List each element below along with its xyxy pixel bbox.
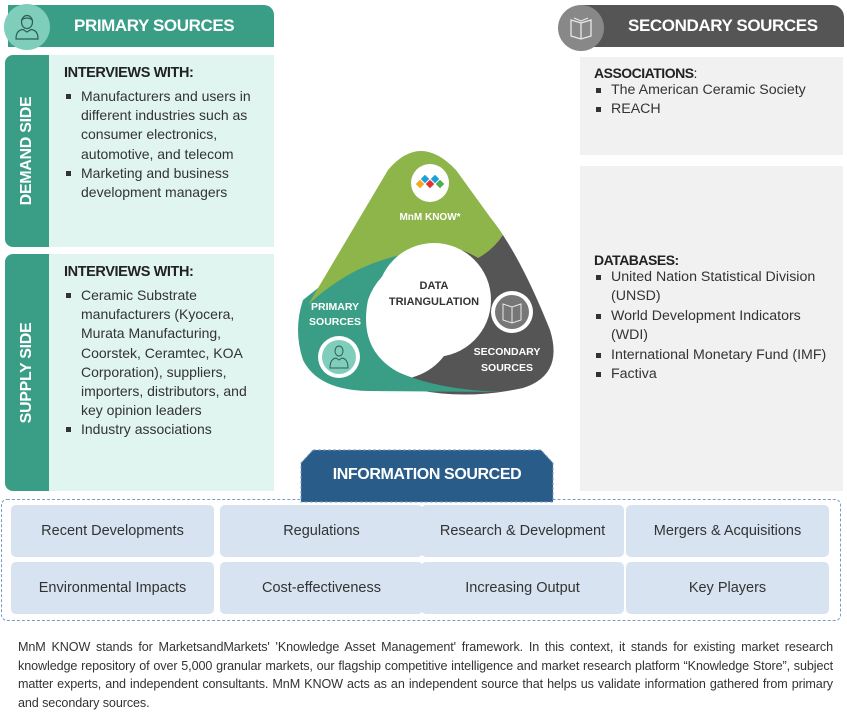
associations-heading-text: ASSOCIATIONS [594, 65, 694, 81]
data-triangulation-diagram: MnM KNOW* DATA TRIANGULATION PRIMARY SOU… [298, 151, 554, 395]
center-label-line2: TRIANGULATION [389, 296, 479, 308]
list-item: REACH [594, 100, 837, 119]
databases-list: United Nation Statistical Division (UNSD… [594, 268, 837, 384]
secondary-sources-badge [558, 5, 604, 51]
list-item: World Development Indicators (WDI) [594, 307, 837, 346]
list-item: Factiva [594, 365, 837, 384]
primary-sources-title: PRIMARY SOURCES [74, 16, 235, 35]
info-item-increasing-output: Increasing Output [421, 562, 624, 614]
secondary-sources-title: SECONDARY SOURCES [628, 16, 818, 35]
information-sourced-tab: INFORMATION SOURCED [299, 449, 555, 503]
list-item: Industry associations [64, 420, 268, 439]
list-item: Ceramic Substrate manufacturers (Kyocera… [64, 286, 268, 420]
info-item-mergers-acquisitions: Mergers & Acquisitions [626, 505, 829, 557]
demand-side-label: DEMAND SIDE [18, 96, 35, 206]
primary-label-line2: SOURCES [309, 316, 361, 328]
information-sourced-title: INFORMATION SOURCED [332, 466, 522, 483]
list-item: Marketing and business development manag… [64, 164, 268, 202]
mnm-know-label: MnM KNOW* [399, 212, 460, 223]
supply-side-tab: SUPPLY SIDE [5, 254, 49, 491]
info-item-research-development: Research & Development [421, 505, 624, 557]
primary-sources-badge [4, 4, 50, 50]
databases-panel: DATABASES: United Nation Statistical Div… [580, 166, 843, 491]
demand-side-tab: DEMAND SIDE [5, 55, 49, 247]
demand-side-list: Manufacturers and users in different ind… [64, 87, 268, 202]
databases-heading: DATABASES: [594, 252, 679, 268]
demand-side-panel: DEMAND SIDE INTERVIEWS WITH: Manufacture… [5, 55, 274, 247]
secondary-label-line2: SOURCES [481, 362, 533, 374]
associations-heading-colon: : [693, 65, 698, 81]
supply-side-panel: SUPPLY SIDE INTERVIEWS WITH: Ceramic Sub… [5, 254, 274, 491]
secondary-sources-header: SECONDARY SOURCES [572, 5, 844, 47]
list-item: United Nation Statistical Division (UNSD… [594, 268, 837, 307]
center-label-line1: DATA [420, 280, 449, 292]
info-item-regulations: Regulations [220, 505, 423, 557]
list-item: International Monetary Fund (IMF) [594, 346, 837, 365]
info-tab-shape [300, 449, 554, 503]
book-icon [570, 17, 592, 40]
center-circle [377, 243, 491, 357]
info-item-cost-effectiveness: Cost-effectiveness [220, 562, 423, 614]
supply-side-heading: INTERVIEWS WITH: [64, 264, 194, 280]
associations-panel: ASSOCIATIONS: The American Ceramic Socie… [580, 57, 843, 155]
info-item-recent-developments: Recent Developments [11, 505, 214, 557]
primary-sources-header: PRIMARY SOURCES [8, 5, 274, 47]
mnm-know-segment [308, 151, 503, 305]
primary-label-line1: PRIMARY [311, 301, 359, 313]
info-item-environmental-impacts: Environmental Impacts [11, 562, 214, 614]
secondary-label-line1: SECONDARY [474, 346, 541, 358]
mnm-logo-icon [415, 174, 445, 189]
person-icon [329, 345, 349, 369]
information-sourced-box: Recent Developments Regulations Research… [1, 499, 841, 621]
list-item: Manufacturers and users in different ind… [64, 87, 268, 164]
demand-side-heading: INTERVIEWS WITH: [64, 65, 194, 81]
person-icon [15, 14, 39, 40]
associations-heading: ASSOCIATIONS: [594, 65, 837, 81]
supply-side-label: SUPPLY SIDE [18, 322, 35, 423]
associations-list: The American Ceramic Society REACH [594, 81, 837, 120]
book-icon [502, 303, 522, 324]
info-item-key-players: Key Players [626, 562, 829, 614]
footnote: MnM KNOW stands for MarketsandMarkets' '… [18, 640, 833, 710]
list-item: The American Ceramic Society [594, 81, 837, 100]
supply-side-list: Ceramic Substrate manufacturers (Kyocera… [64, 286, 268, 440]
